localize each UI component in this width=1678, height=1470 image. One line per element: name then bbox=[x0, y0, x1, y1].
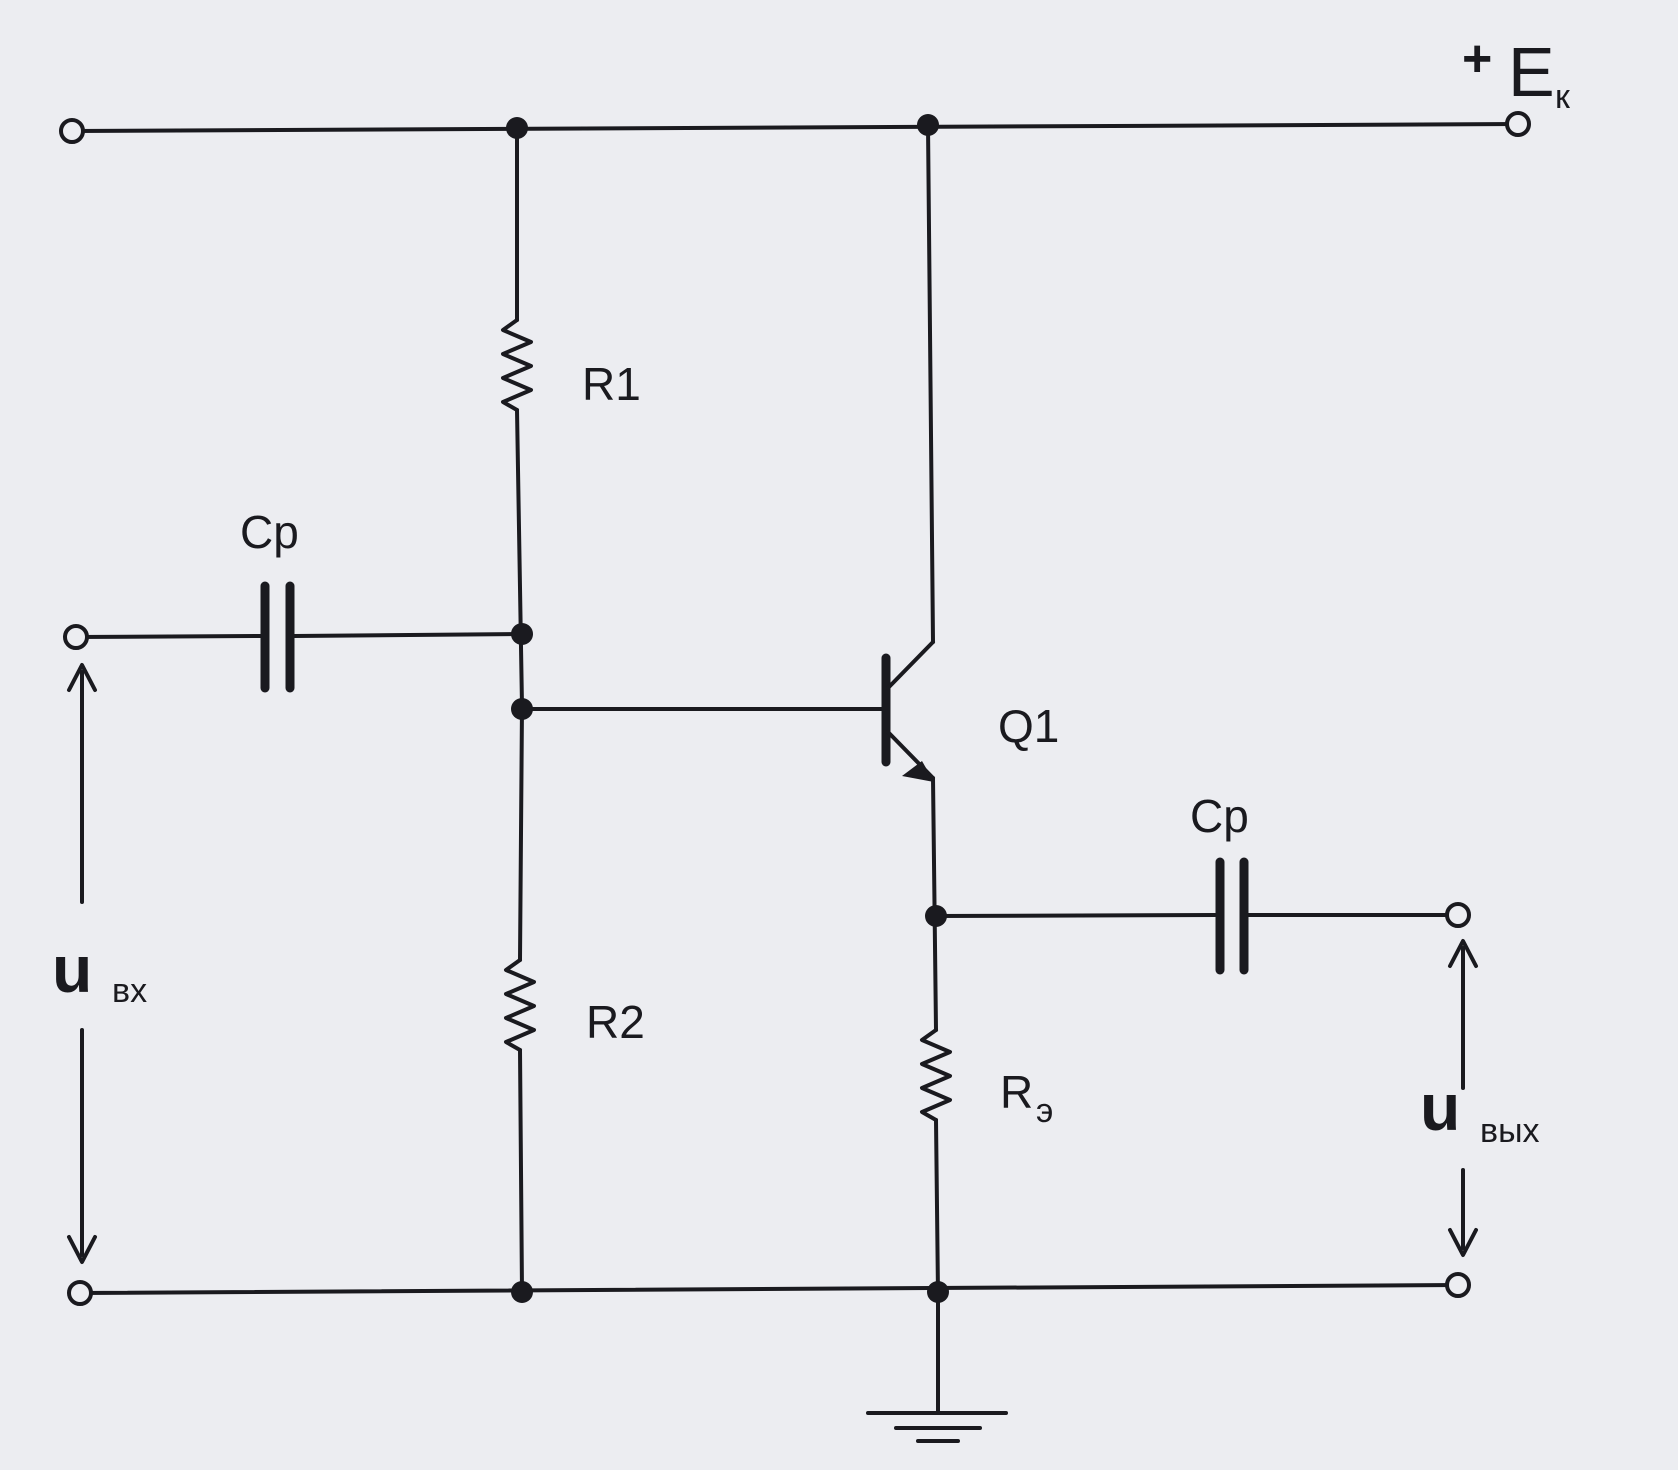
label-re-main: R bbox=[1000, 1066, 1033, 1118]
junction-r2-bottom bbox=[511, 1281, 533, 1303]
junction-ground bbox=[927, 1281, 949, 1303]
label-u-out-main: u bbox=[1420, 1070, 1460, 1144]
output-line-left bbox=[934, 913, 1217, 918]
terminal-top-left bbox=[59, 118, 85, 144]
u-in-arrow-head-up bbox=[67, 663, 97, 692]
q1-collector-diag bbox=[886, 640, 935, 690]
terminal-supply bbox=[1505, 111, 1531, 137]
supply-rail bbox=[72, 122, 1520, 133]
junction-emitter-output bbox=[925, 905, 947, 927]
junction-collector-top bbox=[917, 114, 939, 136]
re-resistor bbox=[920, 1028, 952, 1122]
terminal-output bbox=[1445, 902, 1471, 928]
q1-collector-lead bbox=[926, 123, 935, 644]
junction-r1-top bbox=[506, 117, 528, 139]
label-supply-plus: + bbox=[1462, 30, 1492, 88]
u-out-arrow-head-up bbox=[1448, 939, 1478, 968]
label-supply-sub: к bbox=[1555, 78, 1571, 116]
u-in-arrow-head-down bbox=[67, 1235, 97, 1264]
terminal-bottom-right bbox=[1445, 1272, 1471, 1298]
label-r2: R2 bbox=[586, 996, 645, 1048]
q1-emitter-lead bbox=[931, 776, 938, 1032]
q1-emitter-arrow bbox=[902, 761, 934, 782]
label-c-in: Cp bbox=[240, 506, 299, 558]
re-bottom-lead bbox=[934, 1118, 940, 1296]
label-u-in-main: u bbox=[52, 932, 92, 1006]
terminal-input bbox=[63, 624, 89, 650]
label-q1: Q1 bbox=[998, 700, 1059, 752]
r2-top-lead bbox=[518, 704, 524, 962]
label-c-out: Cp bbox=[1190, 790, 1249, 842]
label-re-sub: э bbox=[1036, 1092, 1053, 1130]
junction-input bbox=[511, 623, 533, 645]
input-line-right bbox=[292, 632, 524, 638]
label-u-in-sub: вх bbox=[112, 972, 147, 1010]
r2-bottom-lead bbox=[518, 1048, 524, 1294]
r2-resistor bbox=[504, 958, 536, 1052]
input-line-left bbox=[74, 634, 263, 639]
r1-resistor bbox=[501, 318, 533, 412]
ground-rail bbox=[78, 1283, 1460, 1295]
label-supply-main: E bbox=[1508, 33, 1555, 111]
u-out-arrow-head-down bbox=[1448, 1228, 1478, 1257]
r1-bottom-lead bbox=[515, 408, 524, 708]
terminal-bottom-left bbox=[67, 1280, 93, 1306]
junction-base bbox=[511, 698, 533, 720]
label-u-out-sub: вых bbox=[1480, 1112, 1540, 1150]
label-r1: R1 bbox=[582, 358, 641, 410]
